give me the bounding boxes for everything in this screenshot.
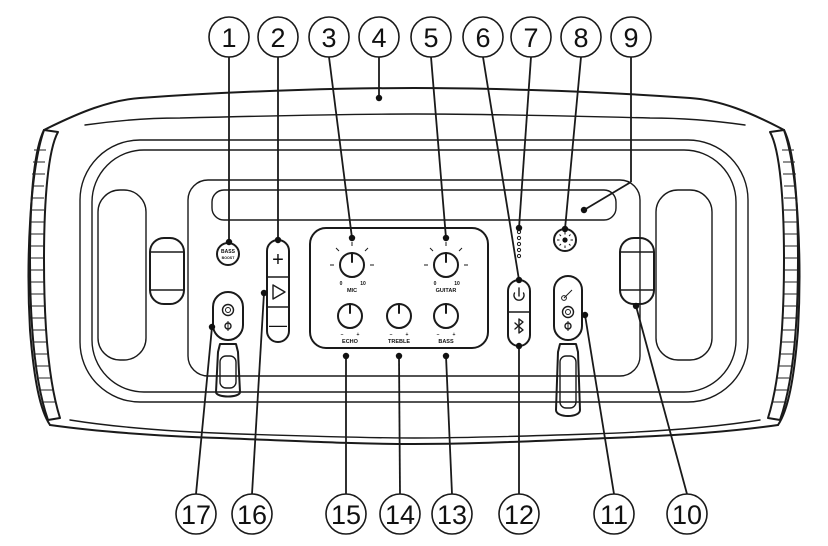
power-icon[interactable] bbox=[513, 287, 525, 301]
callout-5: 5 bbox=[410, 16, 452, 58]
left-jack-cover[interactable] bbox=[215, 343, 241, 398]
bass-minus: – bbox=[437, 332, 440, 338]
battery-indicator bbox=[516, 229, 522, 259]
callout-4: 4 bbox=[358, 16, 400, 58]
callout-7: 7 bbox=[510, 16, 552, 58]
right-grill bbox=[773, 149, 797, 403]
svg-text:2: 2 bbox=[270, 23, 285, 53]
callout-15: 15 bbox=[325, 493, 367, 535]
svg-text:12: 12 bbox=[504, 500, 534, 530]
bass-knob[interactable] bbox=[433, 303, 459, 329]
mic-input-jack[interactable] bbox=[212, 291, 244, 341]
bass-label: BASS bbox=[438, 339, 454, 345]
echo-label: ECHO bbox=[342, 339, 359, 345]
mic-scale-max: 10 bbox=[360, 281, 366, 287]
svg-text:15: 15 bbox=[331, 500, 361, 530]
callout-6: 6 bbox=[462, 16, 504, 58]
callout-16: 16 bbox=[231, 493, 273, 535]
callout-9: 9 bbox=[610, 16, 652, 58]
callout-17: 17 bbox=[175, 493, 217, 535]
mic-label: MIC bbox=[347, 288, 357, 294]
volume-down-button[interactable]: — bbox=[269, 315, 287, 335]
svg-text:16: 16 bbox=[237, 500, 267, 530]
svg-text:7: 7 bbox=[523, 23, 538, 53]
svg-text:9: 9 bbox=[623, 23, 638, 53]
callout-2: 2 bbox=[257, 16, 299, 58]
mic-volume-knob[interactable] bbox=[330, 242, 374, 278]
callout-11: 11 bbox=[593, 493, 635, 535]
svg-text:4: 4 bbox=[371, 23, 386, 53]
treble-knob[interactable] bbox=[386, 303, 412, 329]
treble-label: TREBLE bbox=[388, 339, 410, 345]
svg-text:10: 10 bbox=[672, 500, 702, 530]
svg-text:13: 13 bbox=[437, 500, 467, 530]
svg-text:17: 17 bbox=[181, 500, 211, 530]
guitar-scale-min: 0 bbox=[434, 281, 437, 287]
volume-up-button[interactable]: + bbox=[272, 249, 284, 271]
svg-text:11: 11 bbox=[600, 500, 628, 530]
callout-12: 12 bbox=[498, 493, 540, 535]
guitar-label: GUITAR bbox=[436, 288, 457, 294]
bass-boost-label-bottom: BOOST bbox=[222, 256, 236, 260]
leader-dots bbox=[208, 94, 640, 360]
bass-boost-button[interactable]: BASS BOOST bbox=[216, 242, 240, 266]
guitar-scale-max: 10 bbox=[454, 281, 460, 287]
light-button[interactable] bbox=[553, 228, 577, 252]
echo-plus: + bbox=[357, 332, 360, 338]
treble-plus: + bbox=[406, 332, 409, 338]
callout-13: 13 bbox=[431, 493, 473, 535]
bass-plus: + bbox=[453, 332, 456, 338]
right-jack-cover[interactable] bbox=[555, 343, 581, 417]
callout-14: 14 bbox=[379, 493, 421, 535]
control-panel bbox=[309, 227, 489, 349]
speaker-body bbox=[27, 87, 801, 445]
left-grill bbox=[31, 149, 55, 403]
svg-text:1: 1 bbox=[221, 23, 236, 53]
svg-text:6: 6 bbox=[475, 23, 490, 53]
leader-lines bbox=[195, 56, 688, 495]
callout-3: 3 bbox=[308, 16, 350, 58]
guitar-volume-knob[interactable] bbox=[424, 242, 468, 278]
callout-1: 1 bbox=[208, 16, 250, 58]
svg-text:14: 14 bbox=[385, 500, 415, 530]
guitar-input-jack[interactable] bbox=[553, 275, 583, 341]
bluetooth-icon[interactable] bbox=[514, 318, 524, 334]
bass-boost-label-top: BASS bbox=[221, 249, 236, 255]
play-pause-icon[interactable] bbox=[272, 284, 286, 300]
svg-text:8: 8 bbox=[573, 23, 588, 53]
guitar-icon bbox=[561, 289, 573, 301]
svg-text:5: 5 bbox=[423, 23, 438, 53]
callout-10: 10 bbox=[666, 493, 708, 535]
echo-knob[interactable] bbox=[337, 303, 363, 329]
treble-minus: – bbox=[390, 332, 393, 338]
callout-8: 8 bbox=[560, 16, 602, 58]
mic-scale-min: 0 bbox=[340, 281, 343, 287]
echo-minus: – bbox=[341, 332, 344, 338]
svg-text:3: 3 bbox=[321, 23, 336, 53]
sun-icon bbox=[557, 232, 573, 248]
